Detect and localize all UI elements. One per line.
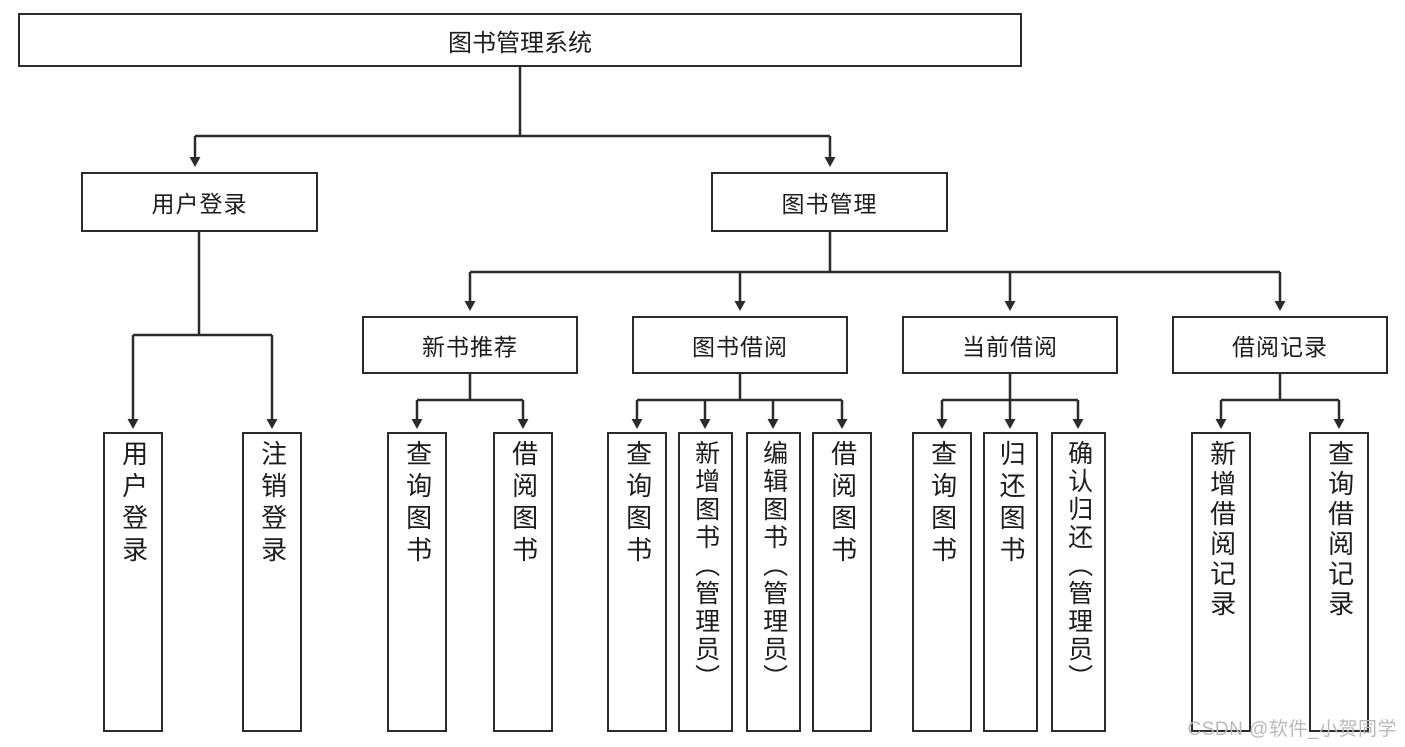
leaf-logout[interactable]: 注销登录 bbox=[242, 432, 302, 732]
leaf-add-borrow-record[interactable]: 新增借阅记录 bbox=[1191, 432, 1251, 732]
leaf-add-borrow-record-label: 新增借阅记录 bbox=[1206, 440, 1237, 620]
leaf-borrow-book-recommend[interactable]: 借阅图书 bbox=[493, 432, 553, 732]
leaf-confirm-return-admin-label: 确认归还（管理员） bbox=[1064, 440, 1093, 692]
leaf-return-book-label: 归还图书 bbox=[996, 440, 1027, 568]
node-current-borrow-label: 当前借阅 bbox=[962, 334, 1058, 360]
leaf-add-book-admin[interactable]: 新增图书（管理员） bbox=[678, 432, 733, 732]
leaf-borrow-book[interactable]: 借阅图书 bbox=[812, 432, 872, 732]
leaf-query-book-borrow-label: 查询图书 bbox=[622, 440, 653, 568]
node-user-login[interactable]: 用户登录 bbox=[81, 172, 318, 232]
leaf-user-login-label: 用户登录 bbox=[118, 440, 149, 568]
leaf-borrow-book-label: 借阅图书 bbox=[827, 440, 858, 568]
node-book-borrow[interactable]: 图书借阅 bbox=[632, 316, 848, 374]
leaf-user-login[interactable]: 用户登录 bbox=[103, 432, 163, 732]
node-user-login-label: 用户登录 bbox=[151, 191, 248, 217]
node-new-book-recommend-label: 新书推荐 bbox=[422, 334, 518, 360]
leaf-logout-label: 注销登录 bbox=[257, 440, 288, 568]
leaf-confirm-return-admin[interactable]: 确认归还（管理员） bbox=[1051, 432, 1106, 732]
node-book-management[interactable]: 图书管理 bbox=[711, 172, 948, 232]
leaf-query-borrow-record-label: 查询借阅记录 bbox=[1324, 440, 1355, 620]
leaf-query-book-recommend-label: 查询图书 bbox=[402, 440, 433, 568]
leaf-query-book-borrow[interactable]: 查询图书 bbox=[607, 432, 667, 732]
leaf-edit-book-admin[interactable]: 编辑图书（管理员） bbox=[746, 432, 801, 732]
node-root-label: 图书管理系统 bbox=[448, 29, 592, 57]
leaf-query-book-recommend[interactable]: 查询图书 bbox=[387, 432, 447, 732]
node-current-borrow[interactable]: 当前借阅 bbox=[902, 316, 1118, 374]
node-borrow-record[interactable]: 借阅记录 bbox=[1172, 316, 1388, 374]
node-book-management-label: 图书管理 bbox=[781, 191, 878, 217]
leaf-query-book-current-label: 查询图书 bbox=[927, 440, 958, 568]
leaf-return-book[interactable]: 归还图书 bbox=[983, 432, 1038, 732]
node-new-book-recommend[interactable]: 新书推荐 bbox=[362, 316, 578, 374]
leaf-add-book-admin-label: 新增图书（管理员） bbox=[691, 440, 720, 692]
leaf-edit-book-admin-label: 编辑图书（管理员） bbox=[759, 440, 788, 692]
node-book-borrow-label: 图书借阅 bbox=[692, 334, 788, 360]
leaf-query-book-current[interactable]: 查询图书 bbox=[912, 432, 972, 732]
leaf-query-borrow-record[interactable]: 查询借阅记录 bbox=[1309, 432, 1369, 732]
node-root[interactable]: 图书管理系统 bbox=[18, 13, 1022, 67]
leaf-borrow-book-recommend-label: 借阅图书 bbox=[508, 440, 539, 568]
node-borrow-record-label: 借阅记录 bbox=[1232, 334, 1328, 360]
